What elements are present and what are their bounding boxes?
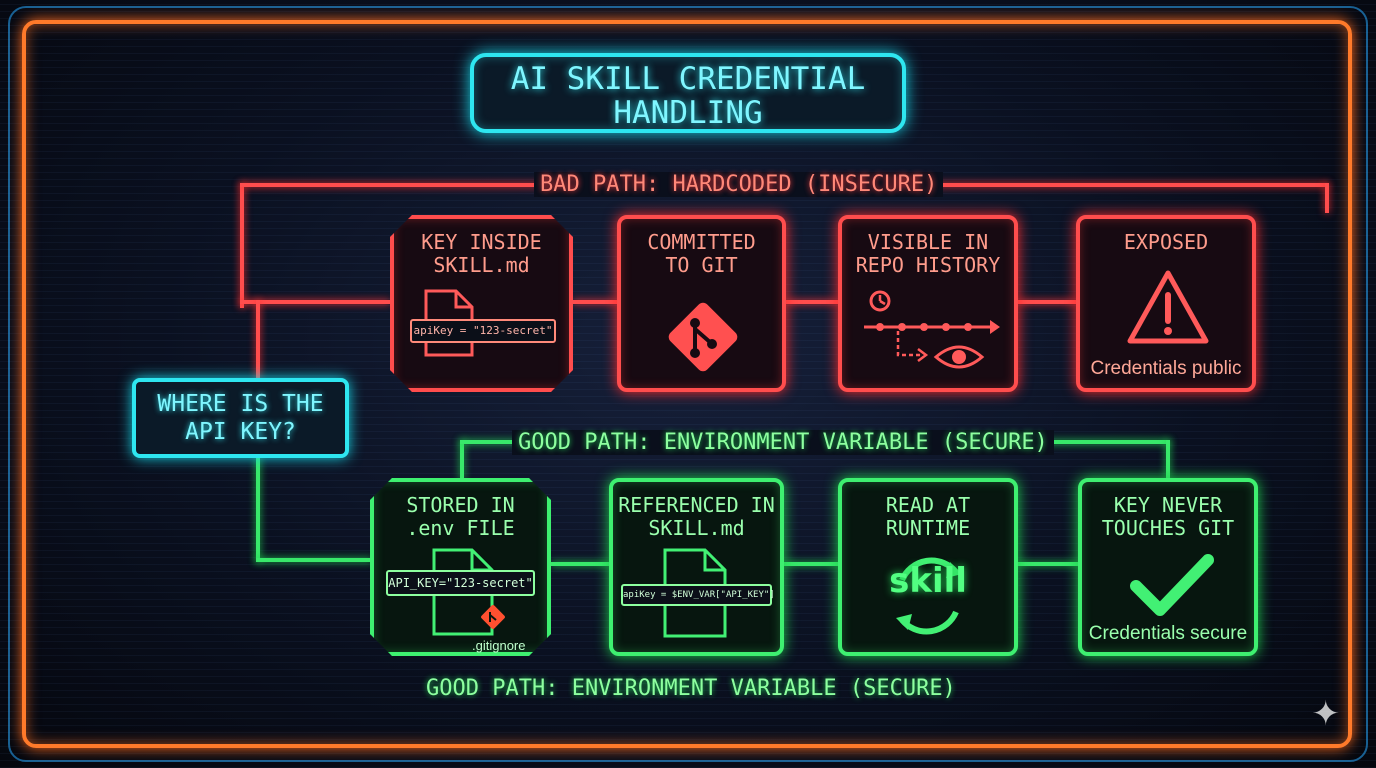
bad-step-title: EXPOSED bbox=[1123, 230, 1209, 254]
good-step-title: STORED IN .env FILE bbox=[406, 493, 515, 540]
sparkle-icon: ✦ bbox=[1311, 694, 1341, 734]
bad-wire-right bbox=[1325, 183, 1329, 213]
bad-wire-question bbox=[256, 300, 260, 380]
good-wire-up bbox=[460, 440, 464, 480]
good-wire-question bbox=[256, 456, 260, 562]
bad-wire-left bbox=[240, 183, 244, 308]
secure-caption: Credentials secure bbox=[1088, 623, 1248, 644]
good-step-title: KEY NEVER TOUCHES GIT bbox=[1101, 493, 1235, 540]
git-icon bbox=[668, 302, 738, 372]
bad-step-committed: COMMITTED TO GIT bbox=[617, 215, 786, 392]
bad-link-3 bbox=[1018, 300, 1076, 304]
skill-logo: skill bbox=[889, 561, 967, 601]
good-step-runtime: READ AT RUNTIME skill bbox=[838, 478, 1018, 656]
good-path-label-bottom: GOOD PATH: ENVIRONMENT VARIABLE (SECURE) bbox=[426, 676, 956, 701]
gitignore-badge: .gitignore bbox=[472, 638, 526, 653]
bad-step-title: VISIBLE IN REPO HISTORY bbox=[855, 230, 1001, 277]
good-step-title: REFERENCED IN SKILL.md bbox=[618, 493, 775, 540]
page-title: AI SKILL CREDENTIAL HANDLING bbox=[470, 53, 906, 133]
history-eye-icon bbox=[864, 290, 1000, 369]
checkmark-icon bbox=[1130, 554, 1214, 616]
bad-step-title: COMMITTED TO GIT bbox=[647, 230, 756, 277]
bad-step-visible: VISIBLE IN REPO HISTORY bbox=[838, 215, 1018, 392]
bad-step-exposed: EXPOSED Credentials public bbox=[1076, 215, 1256, 392]
refresh-cycle-icon bbox=[896, 557, 962, 635]
bad-step-title: KEY INSIDE SKILL.md bbox=[421, 230, 542, 277]
good-step-never-git: KEY NEVER TOUCHES GIT Credentials secure bbox=[1078, 478, 1258, 656]
good-env-code: API_KEY="123-secret" bbox=[386, 570, 535, 596]
outer-frame bbox=[8, 6, 1368, 762]
bad-link-1 bbox=[573, 300, 617, 304]
bad-link-2 bbox=[786, 300, 838, 304]
warning-icon bbox=[1127, 270, 1209, 344]
bad-path-label: BAD PATH: HARDCODED (INSECURE) bbox=[534, 172, 944, 197]
good-link-1 bbox=[551, 562, 609, 566]
bad-wire-entry bbox=[240, 300, 390, 304]
good-link-3 bbox=[1018, 562, 1078, 566]
question-box: WHERE IS THE API KEY? bbox=[132, 378, 349, 458]
good-ref-code: apiKey = $ENV_VAR["API_KEY"] bbox=[621, 584, 775, 606]
git-icon bbox=[480, 604, 506, 630]
good-step-stored: STORED IN .env FILE API_KEY="123-secret"… bbox=[370, 478, 551, 656]
good-step-referenced: REFERENCED IN SKILL.md apiKey = $ENV_VAR… bbox=[609, 478, 784, 656]
good-wire-entry bbox=[256, 558, 372, 562]
good-path-label: GOOD PATH: ENVIRONMENT VARIABLE (SECURE) bbox=[512, 430, 1054, 455]
good-step-title: READ AT RUNTIME bbox=[885, 493, 971, 540]
exposed-caption: Credentials public bbox=[1090, 358, 1242, 379]
bad-step-key-inside: KEY INSIDE SKILL.md apiKey = "123-secret… bbox=[390, 215, 573, 392]
good-link-2 bbox=[784, 562, 838, 566]
bad-code-snippet: apiKey = "123-secret" bbox=[410, 319, 556, 343]
main-frame bbox=[22, 20, 1352, 748]
good-wire-right bbox=[1166, 440, 1170, 478]
